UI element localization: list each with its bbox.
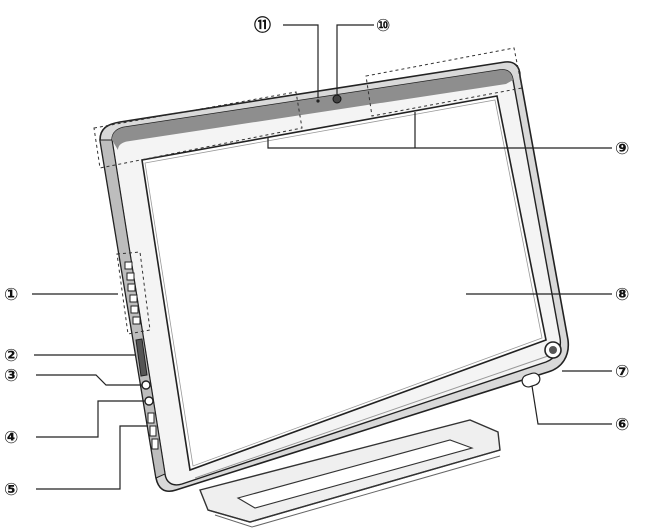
callout-10: ⑩ [376, 16, 390, 36]
callout-11: ⑪ [254, 15, 271, 36]
leader-line-6 [531, 385, 612, 425]
usb-port [147, 412, 155, 424]
remote-sensor [521, 372, 541, 388]
callout-6: ⑥ [615, 415, 629, 435]
callout-9: ⑨ [615, 139, 629, 159]
leader-lines [32, 24, 612, 490]
webcam [332, 94, 342, 104]
leader-line-4 [36, 400, 145, 438]
side-buttons-outline [116, 251, 151, 335]
callout-4: ④ [4, 428, 18, 448]
callout-labels: ⑪ ⑩ ⑨ ① ⑧ ② ③ ⑦ ④ ⑥ ⑤ [4, 15, 629, 500]
callout-8: ⑧ [615, 285, 629, 305]
usb-port [149, 425, 157, 437]
mic-jack [144, 396, 154, 406]
callout-1: ① [4, 285, 18, 305]
port-slot [129, 294, 138, 303]
leader-line-11 [283, 24, 319, 98]
card-slot [135, 338, 148, 377]
speaker-outlines [93, 47, 523, 169]
speaker-left-outline [93, 91, 303, 169]
callout-3: ③ [4, 366, 18, 386]
port-slot [130, 305, 139, 314]
stand [199, 419, 501, 528]
leader-line-3 [36, 374, 142, 386]
port-slot [124, 261, 133, 270]
headphone-jack [141, 380, 151, 390]
callout-5: ⑤ [4, 480, 18, 500]
leader-line-5 [36, 425, 148, 490]
side-port-panel [116, 251, 159, 450]
callout-7: ⑦ [615, 362, 629, 382]
port-slot [126, 272, 135, 281]
power-button-inner [549, 346, 557, 354]
monitor-body [99, 61, 570, 493]
front-components [316, 94, 562, 388]
port-slot [127, 283, 136, 292]
camera-led [316, 99, 320, 103]
callout-2: ② [4, 346, 18, 366]
leader-line-10 [336, 24, 374, 94]
port-slot [132, 316, 141, 325]
leader-line-9 [267, 138, 612, 149]
usb-port [151, 438, 159, 450]
